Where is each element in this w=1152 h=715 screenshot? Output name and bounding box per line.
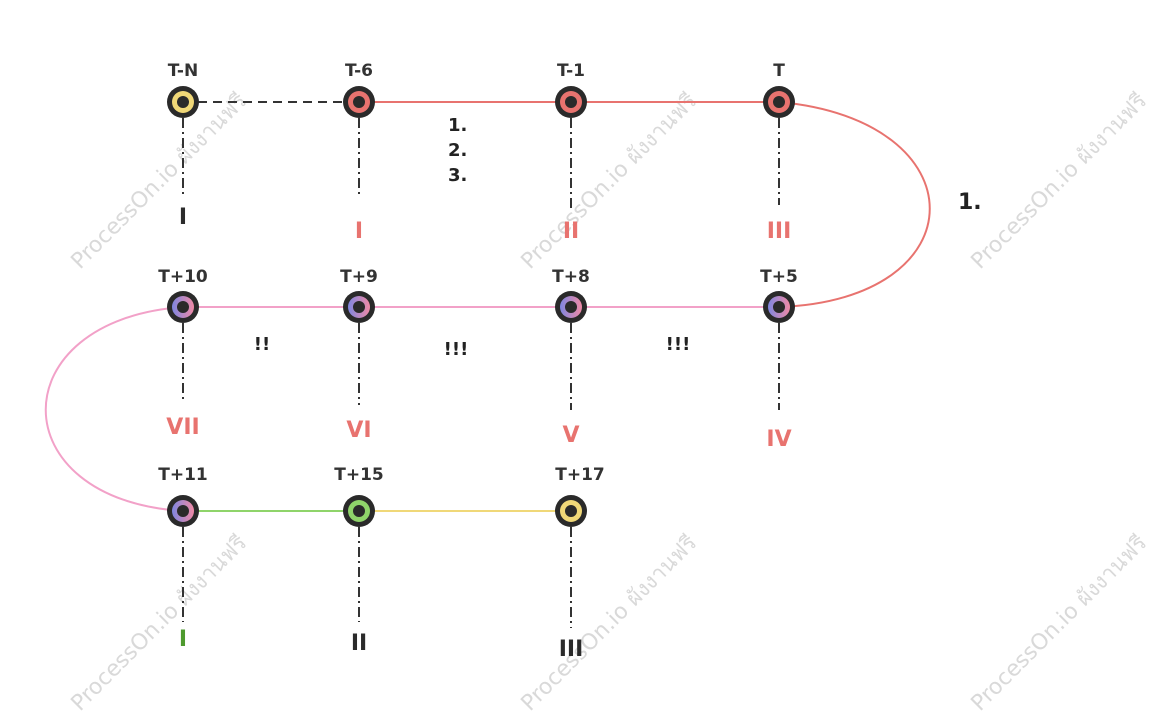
roman-label-t6: I (355, 219, 363, 244)
note-seg-8-5: !!! (666, 334, 691, 355)
node-title-t15: T+15 (334, 465, 384, 485)
roman-label-t17: III (559, 637, 584, 662)
watermark: ProcessOn.io ผังงานฟรี (67, 89, 253, 275)
node-t1[interactable] (555, 86, 587, 118)
node-t6[interactable] (343, 86, 375, 118)
note-list-1: 1. (448, 115, 467, 136)
node-t15[interactable] (343, 495, 375, 527)
node-t[interactable] (763, 86, 795, 118)
roman-label-t1: II (563, 219, 579, 244)
watermark: ProcessOn.io ผังงานฟรี (967, 89, 1152, 275)
connectors (44, 101, 931, 512)
node-t5[interactable] (763, 291, 795, 323)
roman-label-t9: VI (346, 418, 371, 443)
roman-label-t5: IV (766, 427, 791, 452)
roman-label-t8: V (562, 423, 579, 448)
node-title-t5: T+5 (760, 267, 798, 287)
note-list-3: 3. (448, 165, 467, 186)
node-title-t11: T+11 (158, 465, 208, 485)
node-title-t6: T-6 (345, 61, 373, 81)
nodes (167, 86, 795, 527)
node-title-t17: T+17 (555, 465, 605, 485)
connector-curve-t10-t11 (44, 306, 184, 512)
node-t8[interactable] (555, 291, 587, 323)
node-title-t9: T+9 (340, 267, 378, 287)
annotations: 1. 2. 3. 1. !! !!! !!! (254, 115, 982, 360)
watermark: ProcessOn.io ผังงานฟรี (967, 531, 1152, 715)
roman-label-t15: II (351, 631, 367, 656)
node-t11[interactable] (167, 495, 199, 527)
node-title-t10: T+10 (158, 267, 208, 287)
watermark: ProcessOn.io ผังงานฟรี (517, 89, 703, 275)
node-t10[interactable] (167, 291, 199, 323)
roman-label-t: III (767, 219, 792, 244)
note-list-2: 2. (448, 140, 467, 161)
node-t9[interactable] (343, 291, 375, 323)
watermark: ProcessOn.io ผังงานฟรี (67, 531, 253, 715)
note-seg-10-9: !! (254, 334, 270, 355)
roman-label-tn: I (179, 205, 187, 230)
node-t17[interactable] (555, 495, 587, 527)
note-curve: 1. (958, 190, 982, 215)
stems (182, 118, 780, 628)
connector-curve-t-t5 (778, 101, 931, 308)
roman-label-t11: I (179, 627, 187, 652)
node-title-tn: T-N (168, 61, 198, 81)
node-title-t: T (773, 61, 785, 81)
roman-label-t10: VII (166, 415, 199, 440)
note-seg-9-8: !!! (444, 339, 469, 360)
node-titles: T-N T-6 T-1 T T+5 T+8 T+9 T+10 T+11 T+15… (158, 61, 798, 485)
node-title-t1: T-1 (557, 61, 585, 81)
watermark: ProcessOn.io ผังงานฟรี (517, 531, 703, 715)
node-title-t8: T+8 (552, 267, 590, 287)
roman-labels: I I II III IV V VI VII I II III (166, 205, 791, 662)
node-tn[interactable] (167, 86, 199, 118)
watermark-group: ProcessOn.io ผังงานฟรี ProcessOn.io ผังง… (67, 89, 1152, 715)
